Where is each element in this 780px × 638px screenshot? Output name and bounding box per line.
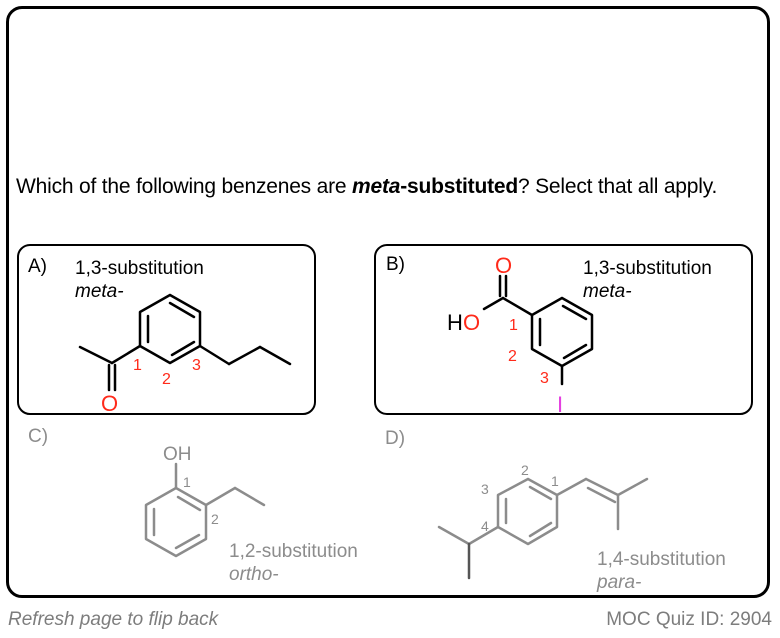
option-d-type: para- — [597, 572, 642, 593]
quiz-card[interactable] — [6, 6, 770, 598]
option-b-letter: B) — [386, 254, 405, 275]
question-prefix: Which of the following benzenes are — [16, 175, 352, 198]
double-bond-c1 — [176, 495, 202, 512]
bond-b-c-oh — [482, 296, 505, 311]
question-emph-substituted: -substituted — [400, 175, 518, 198]
bond-b-c1-carboxyl — [501, 296, 534, 317]
option-c-substitution: 1,2-substitution — [229, 541, 358, 562]
bond-a-c1-carbonyl — [110, 344, 142, 365]
refresh-hint: Refresh page to flip back — [8, 609, 219, 630]
number-a-1: 1 — [133, 357, 142, 374]
number-c-1: 1 — [183, 474, 191, 490]
atom-b-hydroxyl-h: H — [447, 310, 463, 335]
bond-d-vinyl-2 — [584, 477, 620, 497]
double-bond-c3 — [174, 533, 201, 550]
bond-a-methyl — [78, 345, 114, 365]
atom-b-iodine: I — [557, 392, 563, 417]
bond-a-propyl-1 — [198, 344, 231, 366]
option-b-substitution: 1,3-substitution — [583, 258, 712, 279]
bond-a-propyl-3 — [258, 345, 292, 366]
double-bond-b1 — [561, 304, 588, 321]
number-a-2: 2 — [162, 371, 171, 388]
ring-a — [138, 293, 202, 365]
double-bond-a1 — [168, 301, 196, 319]
number-d-2: 2 — [521, 462, 529, 478]
double-bond-d1 — [528, 485, 553, 501]
number-b-1: 1 — [509, 317, 518, 334]
double-bond-b3 — [562, 343, 588, 360]
number-d-1: 1 — [551, 473, 559, 489]
double-bond-d3 — [528, 521, 553, 538]
option-c-letter[interactable]: C) — [28, 426, 49, 447]
number-d-3: 3 — [481, 481, 489, 497]
double-bond-a3 — [170, 340, 196, 357]
option-c-type: ortho- — [229, 564, 279, 585]
option-d-substitution: 1,4-substitution — [597, 549, 726, 570]
bond-a-propyl-2 — [227, 345, 262, 366]
number-b-3: 3 — [540, 370, 549, 387]
question-suffix: ? Select that all apply. — [518, 175, 718, 198]
atom-a-oxygen: O — [101, 391, 118, 416]
bond-d-isopropyl-1 — [467, 525, 500, 546]
atom-c-hydroxyl: OH — [163, 444, 192, 465]
option-b-box[interactable] — [374, 244, 753, 415]
option-a-type: meta- — [75, 281, 124, 302]
bond-d-vinyl-double — [586, 486, 617, 504]
question-emph-meta: meta — [352, 175, 401, 198]
option-d-letter[interactable]: D) — [385, 428, 406, 449]
option-a-substitution: 1,3-substitution — [75, 258, 204, 279]
number-a-3: 3 — [192, 357, 201, 374]
number-b-2: 2 — [508, 348, 517, 365]
quiz-id: MOC Quiz ID: 2904 — [606, 609, 772, 630]
option-b-type: meta- — [583, 281, 632, 302]
bond-c-ethyl-1 — [204, 486, 237, 507]
bond-d-vinyl-1 — [555, 477, 588, 497]
atom-b-carbonyl-o: O — [495, 253, 512, 278]
option-a-box[interactable] — [17, 244, 316, 415]
question-text: Which of the following benzenes are meta… — [16, 175, 717, 199]
number-d-4: 4 — [481, 518, 489, 534]
bond-d-methyl-1 — [616, 477, 649, 497]
bond-d-isopropyl-2 — [437, 525, 471, 546]
atom-b-hydroxyl-o: O — [463, 310, 480, 335]
number-c-2: 2 — [211, 511, 219, 527]
bond-c-ethyl-2 — [233, 486, 266, 507]
option-a-letter: A) — [28, 256, 47, 277]
